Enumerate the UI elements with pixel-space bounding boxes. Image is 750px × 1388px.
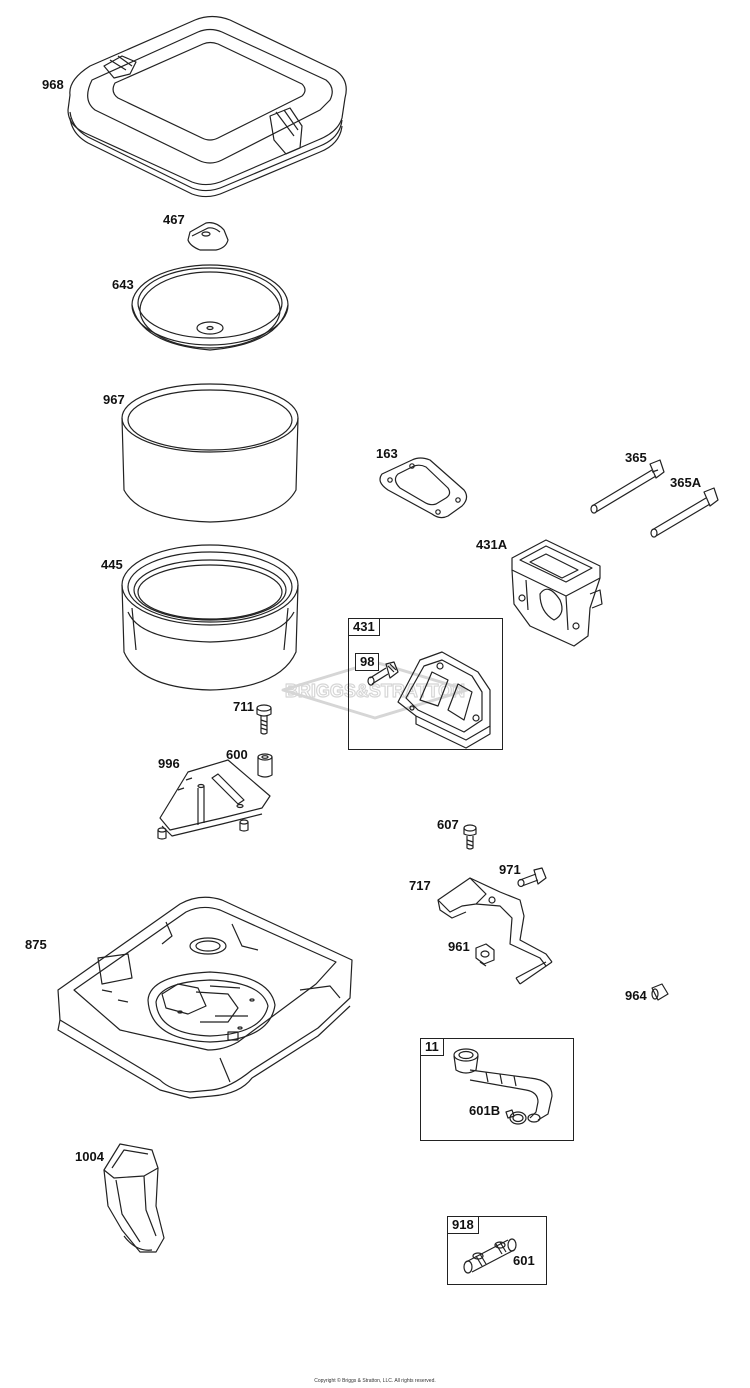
label-964[interactable]: 964 xyxy=(625,988,647,1003)
label-971[interactable]: 971 xyxy=(499,862,521,877)
assembly-box-918: 918 xyxy=(447,1216,547,1285)
label-431[interactable]: 431 xyxy=(348,618,380,636)
label-445[interactable]: 445 xyxy=(101,557,123,572)
label-875[interactable]: 875 xyxy=(25,937,47,952)
watermark-logo: BRIGGS&STRATTON xyxy=(281,660,469,720)
label-643[interactable]: 643 xyxy=(112,277,134,292)
screw-98[interactable] xyxy=(367,661,399,686)
clamp-601b[interactable] xyxy=(505,1109,527,1125)
label-607[interactable]: 607 xyxy=(437,817,459,832)
nut-961[interactable] xyxy=(475,943,495,967)
bracket-717[interactable] xyxy=(437,877,553,985)
label-600[interactable]: 600 xyxy=(226,747,248,762)
label-431a[interactable]: 431A xyxy=(476,537,508,552)
label-918[interactable]: 918 xyxy=(447,1216,479,1234)
label-967[interactable]: 967 xyxy=(103,392,125,407)
watermark-text: BRIGGS&STRATTON xyxy=(285,681,465,701)
label-365[interactable]: 365 xyxy=(625,450,647,465)
label-961[interactable]: 961 xyxy=(448,939,470,954)
air-filter-element[interactable] xyxy=(121,544,299,691)
filter-base-plate[interactable] xyxy=(157,759,271,840)
air-cleaner-base[interactable] xyxy=(57,896,353,1099)
cover-knob[interactable] xyxy=(187,222,229,251)
label-163[interactable]: 163 xyxy=(376,446,398,461)
adapter-431a[interactable] xyxy=(511,539,603,647)
label-11[interactable]: 11 xyxy=(420,1038,444,1056)
bolt-365[interactable] xyxy=(590,459,665,514)
intake-elbow-431[interactable] xyxy=(397,651,491,749)
copyright-notice: Copyright © Briggs & Stratton, LLC. All … xyxy=(314,1378,436,1384)
screw-607[interactable] xyxy=(463,824,477,850)
hose-918[interactable] xyxy=(463,1238,517,1274)
breather-tube-11[interactable] xyxy=(453,1048,553,1123)
bolt-365a[interactable] xyxy=(650,487,719,538)
label-996[interactable]: 996 xyxy=(158,756,180,771)
spacer-600[interactable] xyxy=(257,753,273,778)
assembly-box-11: 11 xyxy=(420,1038,574,1141)
label-711[interactable]: 711 xyxy=(233,699,254,714)
label-717[interactable]: 717 xyxy=(409,878,431,893)
label-601[interactable]: 601 xyxy=(513,1253,535,1268)
screw-971[interactable] xyxy=(517,867,547,888)
label-601b[interactable]: 601B xyxy=(469,1103,501,1118)
label-1004[interactable]: 1004 xyxy=(75,1149,104,1164)
label-98[interactable]: 98 xyxy=(355,653,380,671)
gasket-163[interactable] xyxy=(379,457,468,519)
cap-964[interactable] xyxy=(651,983,669,1001)
label-968[interactable]: 968 xyxy=(42,77,64,92)
assembly-box-431: 431 98 xyxy=(348,618,503,750)
foam-pre-filter[interactable] xyxy=(121,383,299,523)
label-467[interactable]: 467 xyxy=(163,212,185,227)
pre-cleaner-cup[interactable] xyxy=(131,264,289,351)
bolt-711[interactable] xyxy=(256,704,272,735)
air-cleaner-cover[interactable] xyxy=(67,15,347,198)
intake-duct[interactable] xyxy=(103,1143,165,1253)
label-365a[interactable]: 365A xyxy=(670,475,702,490)
